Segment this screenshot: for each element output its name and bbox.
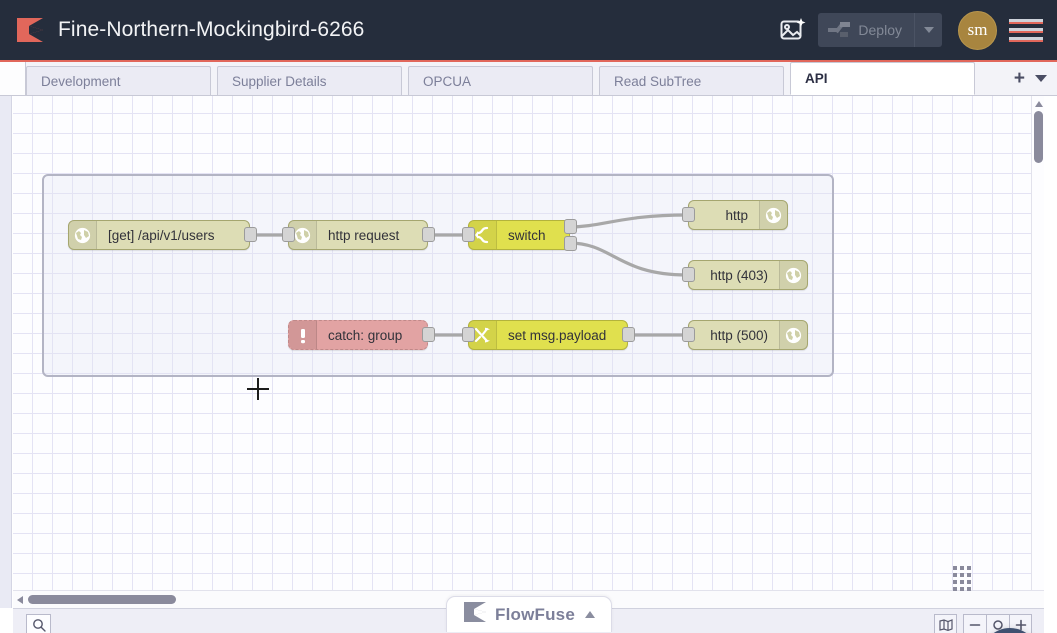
flow-node-catch[interactable]: catch: group bbox=[288, 320, 428, 350]
flow-canvas[interactable]: [get] /api/v1/users http request bbox=[13, 96, 1044, 590]
page-title: Fine-Northern-Mockingbird-6266 bbox=[58, 18, 365, 41]
deploy-icon bbox=[828, 22, 851, 38]
ai-assistant-icon[interactable] bbox=[770, 8, 814, 52]
palette-rail[interactable] bbox=[0, 96, 12, 608]
globe-icon bbox=[779, 261, 807, 289]
flow-node-http-request[interactable]: http request bbox=[288, 220, 428, 250]
map-icon[interactable] bbox=[934, 613, 957, 633]
tab-label: Supplier Details bbox=[232, 73, 327, 89]
tab-label: Read SubTree bbox=[614, 73, 702, 89]
tab-label: Development bbox=[41, 73, 121, 89]
node-input-port[interactable] bbox=[682, 327, 695, 342]
brand-area: Fine-Northern-Mockingbird-6266 bbox=[0, 17, 770, 43]
vertical-scroll-thumb[interactable] bbox=[1034, 111, 1043, 163]
globe-icon bbox=[779, 321, 807, 349]
add-flow-button[interactable]: + bbox=[1013, 68, 1025, 89]
alert-icon bbox=[289, 321, 317, 349]
canvas-view-controls bbox=[934, 613, 1044, 633]
flowfuse-panel-label: FlowFuse bbox=[495, 604, 575, 624]
node-input-port[interactable] bbox=[682, 207, 695, 222]
node-input-port[interactable] bbox=[462, 327, 475, 342]
flow-node-label: http bbox=[725, 207, 748, 223]
flow-list-menu-button[interactable] bbox=[1035, 75, 1047, 82]
avatar-initials: sm bbox=[967, 20, 988, 39]
flow-tab-bar: Development Supplier Details OPCUA Read … bbox=[0, 62, 1057, 96]
tab-read-subtree[interactable]: Read SubTree bbox=[599, 66, 784, 95]
globe-icon bbox=[759, 201, 787, 229]
flow-node-label: http (500) bbox=[710, 327, 768, 343]
canvas-vertical-scrollbar[interactable] bbox=[1031, 96, 1044, 590]
tab-opcua[interactable]: OPCUA bbox=[408, 66, 593, 95]
tab-api[interactable]: API bbox=[790, 62, 975, 95]
drag-dots-icon[interactable] bbox=[953, 566, 971, 591]
node-input-port[interactable] bbox=[462, 227, 475, 242]
flow-node-label: switch bbox=[508, 227, 546, 243]
flowfuse-panel-tab[interactable]: FlowFuse bbox=[446, 596, 612, 632]
node-output-port-1[interactable] bbox=[564, 219, 577, 234]
flow-node-switch[interactable]: switch bbox=[468, 220, 570, 250]
scroll-left-arrow-icon[interactable] bbox=[17, 595, 23, 604]
tab-bar-gutter bbox=[0, 62, 26, 95]
flow-node-http-in[interactable]: [get] /api/v1/users bbox=[68, 220, 250, 250]
canvas-crosshair-cursor bbox=[247, 378, 269, 400]
hamburger-menu-icon[interactable] bbox=[1009, 15, 1043, 45]
flow-node-http-response-403[interactable]: http (403) bbox=[688, 260, 808, 290]
globe-icon bbox=[69, 221, 97, 249]
tab-list: Development Supplier Details OPCUA Read … bbox=[26, 62, 1008, 95]
deploy-options-button[interactable] bbox=[914, 13, 942, 47]
flowfuse-logo-icon bbox=[463, 601, 487, 628]
flow-node-http-response-200[interactable]: http bbox=[688, 200, 788, 230]
node-output-port[interactable] bbox=[422, 227, 435, 242]
flow-node-label: set msg.payload bbox=[508, 327, 607, 343]
tab-supplier-details[interactable]: Supplier Details bbox=[217, 66, 402, 95]
flow-node-label: catch: group bbox=[328, 327, 403, 343]
node-output-port[interactable] bbox=[244, 227, 257, 242]
deploy-label: Deploy bbox=[858, 22, 902, 38]
flowfuse-logo-icon bbox=[16, 17, 44, 43]
flow-node-label: http (403) bbox=[710, 267, 768, 283]
tab-label: OPCUA bbox=[423, 73, 472, 89]
flow-node-label: http request bbox=[328, 227, 400, 243]
node-input-port[interactable] bbox=[682, 267, 695, 282]
scroll-up-arrow-icon[interactable] bbox=[1035, 101, 1043, 107]
app-header: Fine-Northern-Mockingbird-6266 bbox=[0, 0, 1057, 62]
workspace: [get] /api/v1/users http request bbox=[0, 96, 1057, 633]
node-output-port[interactable] bbox=[622, 327, 635, 342]
chat-bubble-icon[interactable] bbox=[981, 628, 1039, 633]
header-actions: Deploy sm bbox=[770, 8, 1057, 52]
node-input-port[interactable] bbox=[282, 227, 295, 242]
tab-label: API bbox=[805, 71, 828, 86]
tab-bar-actions: + bbox=[1007, 62, 1057, 95]
flow-node-http-response-500[interactable]: http (500) bbox=[688, 320, 808, 350]
horizontal-scroll-thumb[interactable] bbox=[28, 595, 176, 604]
zoom-out-button[interactable] bbox=[963, 613, 986, 633]
chevron-up-icon[interactable] bbox=[585, 611, 595, 618]
chevron-down-icon bbox=[923, 27, 934, 33]
deploy-button-main[interactable]: Deploy bbox=[818, 13, 914, 47]
search-icon[interactable] bbox=[26, 613, 51, 633]
tab-development[interactable]: Development bbox=[26, 66, 211, 95]
flow-node-change[interactable]: set msg.payload bbox=[468, 320, 628, 350]
deploy-button[interactable]: Deploy bbox=[818, 13, 942, 47]
avatar[interactable]: sm bbox=[958, 10, 997, 50]
node-output-port[interactable] bbox=[422, 327, 435, 342]
flow-node-label: [get] /api/v1/users bbox=[108, 227, 215, 243]
node-output-port-2[interactable] bbox=[564, 236, 577, 251]
